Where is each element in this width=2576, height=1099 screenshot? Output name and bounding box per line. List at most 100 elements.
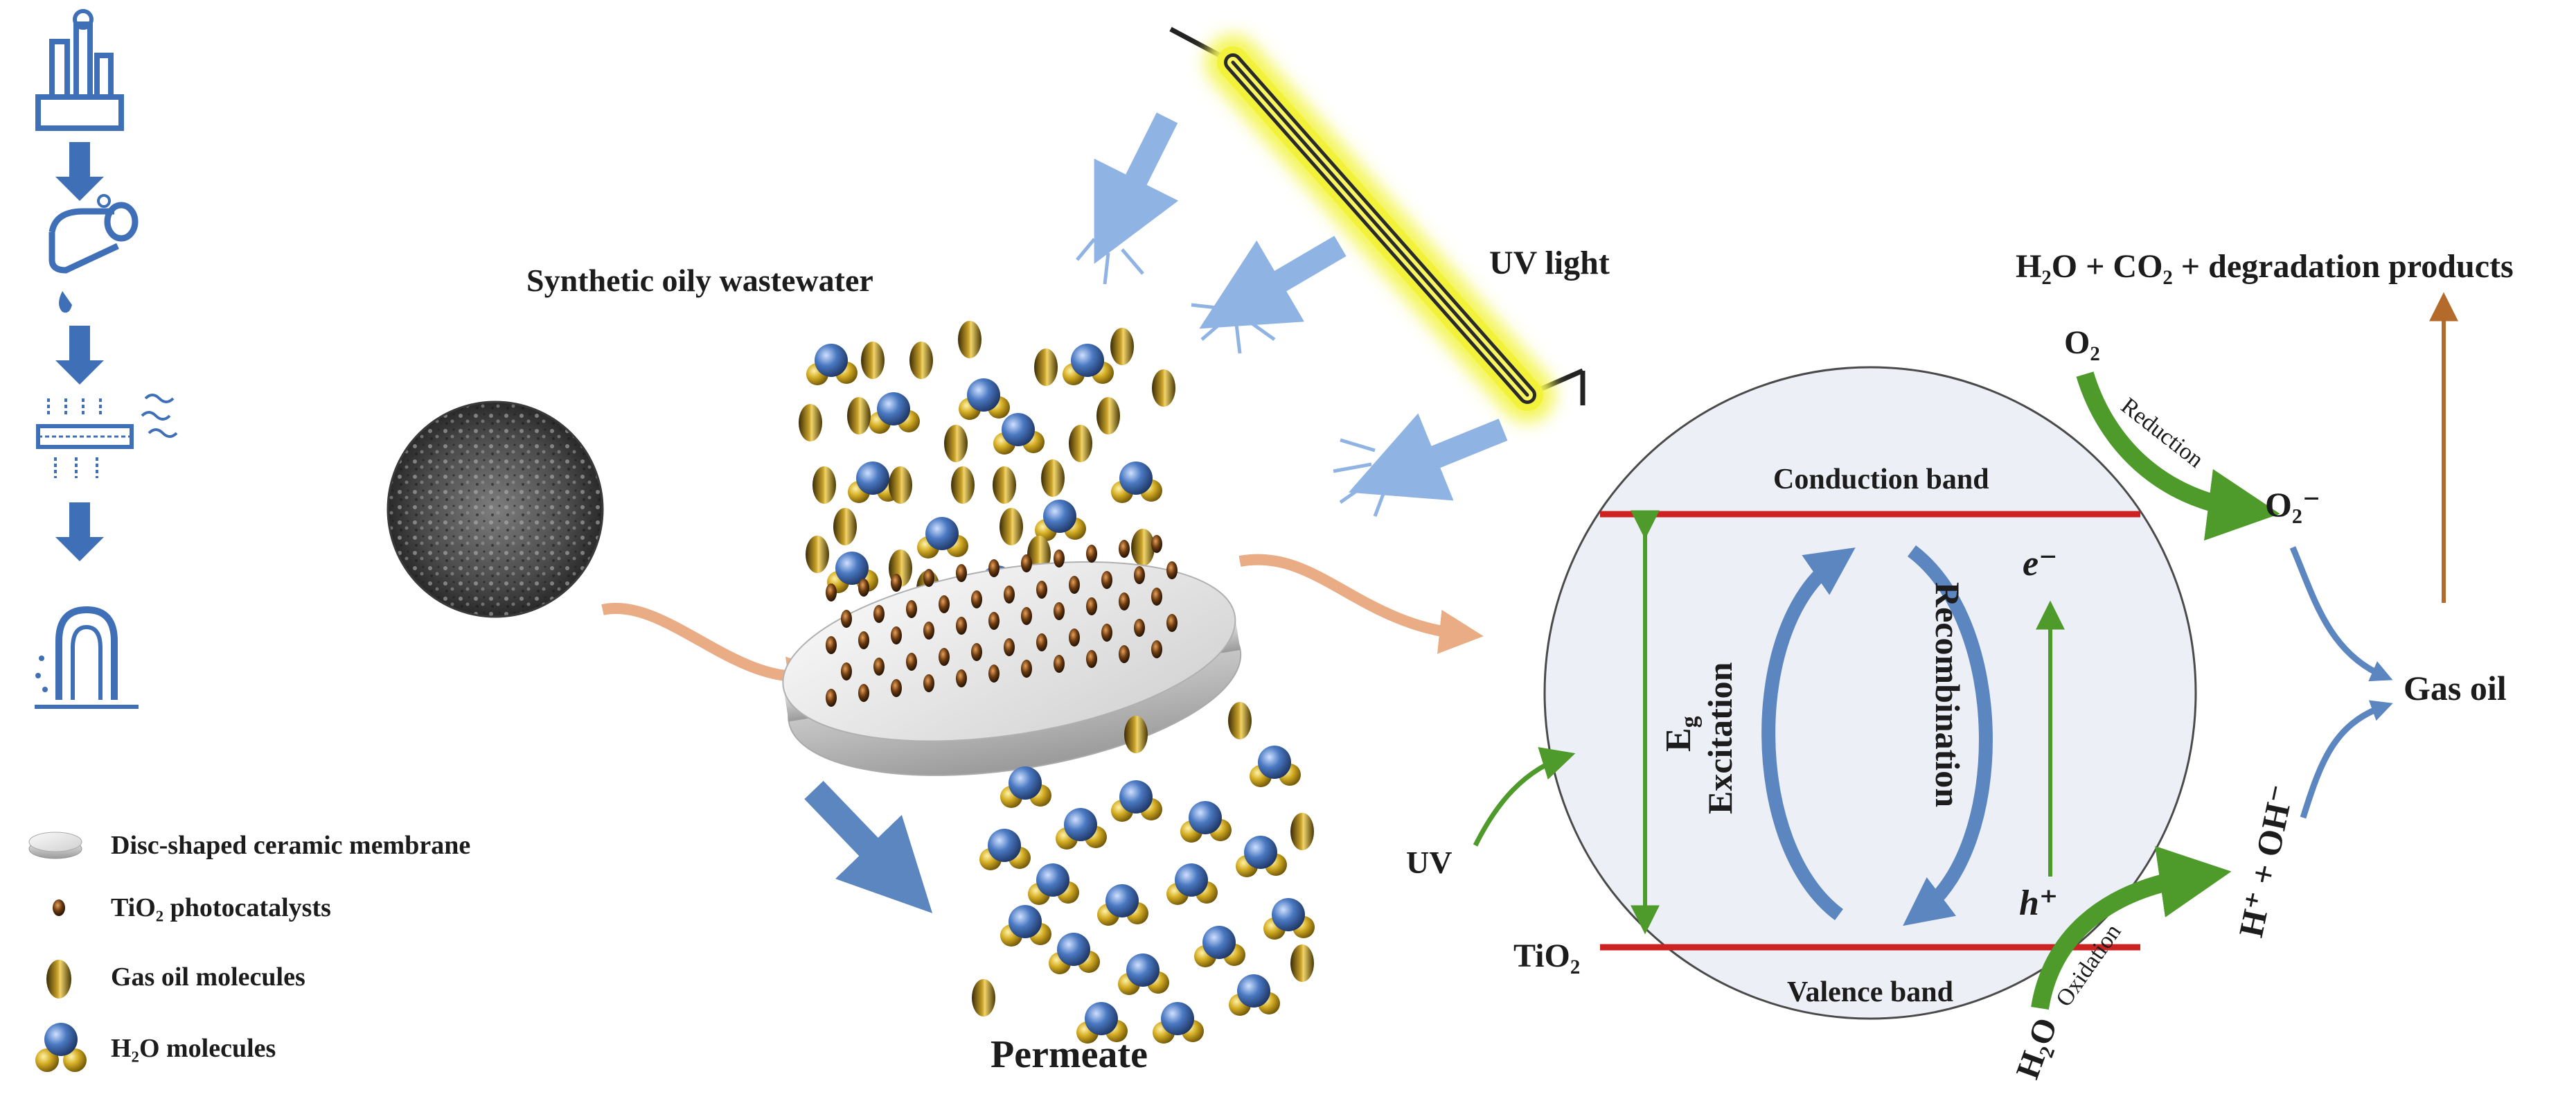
h2o-molecule (1180, 801, 1232, 843)
tio2-particle (873, 658, 885, 676)
tio2-particle (1166, 561, 1178, 579)
gas-oil-molecule (1290, 944, 1314, 982)
tio2-particle (873, 605, 885, 623)
tio2-particle (923, 569, 934, 587)
tio2-particle (1151, 535, 1162, 553)
tio2-particle (1101, 571, 1112, 589)
tio2-particle (1119, 540, 1130, 558)
legend-label-disc: Disc-shaped ceramic membrane (111, 831, 470, 860)
gas-oil-molecule (1041, 459, 1065, 497)
legend-item-oil: Gas oil molecules (46, 960, 305, 999)
tio2-particle (826, 636, 837, 654)
tio2-particle (939, 595, 950, 613)
tio2-particle (1086, 545, 1097, 563)
filter-membrane-icon (38, 395, 177, 478)
tio2-label: TiO₂ (1513, 938, 1580, 974)
h2o-molecule (1111, 780, 1162, 822)
gas-oil-molecule (833, 508, 857, 545)
superoxide-label: O₂⁻ (2265, 485, 2320, 524)
gas-oil-molecule (944, 425, 968, 462)
tio2-particle (1054, 655, 1065, 673)
excitation-label: Excitation (1700, 662, 1739, 814)
h2o-molecule (1035, 500, 1086, 541)
tio2-particle (1086, 650, 1097, 668)
tio2-particle (971, 590, 982, 608)
gas-oil-label: Gas oil (2404, 669, 2507, 707)
gas-oil-molecule (909, 342, 933, 379)
h2o-molecule (1153, 1002, 1204, 1044)
h2o-molecule (1118, 953, 1169, 995)
h2o-molecule (993, 413, 1045, 455)
flow-arrow-icon (55, 502, 104, 561)
tio2-particle (988, 665, 1000, 683)
tio2-particle (891, 574, 902, 592)
gas-oil-molecule (951, 466, 975, 504)
tio2-particle (1021, 554, 1032, 572)
tio2-particle (988, 559, 1000, 577)
tio2-particle (858, 684, 869, 702)
h2o-molecule (1194, 926, 1245, 967)
flow-arrow-icon (55, 326, 104, 385)
tio2-particle (891, 679, 902, 697)
h2o-molecule (1097, 884, 1148, 926)
products-label: H₂O + CO₂ + degradation products (2016, 248, 2514, 285)
superoxide-to-gasoil-arrow (2293, 547, 2383, 676)
factory-icon (38, 11, 121, 128)
tio2-particle (939, 648, 950, 666)
tio2-particle (841, 662, 852, 680)
h2o-molecule (917, 517, 968, 559)
tio2-particle (1054, 602, 1065, 620)
gas-oil-molecule (847, 397, 871, 434)
recombination-label: Recombination (1928, 582, 1967, 807)
tio2-particle (858, 579, 869, 597)
tio2-particle (906, 653, 917, 671)
tio2-particle (1101, 624, 1112, 642)
gas-oil-molecule (799, 404, 822, 441)
tio2-particle (956, 617, 967, 635)
electron-label: e⁻ (2023, 544, 2058, 583)
h2o-molecule (1111, 461, 1162, 503)
process-flow-icons (35, 11, 177, 707)
tio2-particle (841, 610, 852, 628)
tio2-particle (1036, 633, 1047, 651)
wastewater-label: Synthetic oily wastewater (526, 263, 873, 298)
uv-label: UV (1406, 845, 1452, 880)
valence-band-label: Valence band (1787, 976, 1953, 1008)
h2o-molecule (1236, 836, 1287, 877)
h2o-molecule (979, 829, 1031, 870)
tio2-particle (1134, 619, 1145, 637)
tio2-particle (971, 643, 982, 661)
hole-label: h⁺ (2019, 883, 2058, 923)
flow-arrow-sem-to-membrane (603, 608, 810, 676)
gas-oil-molecule (1034, 349, 1058, 386)
h2o-molecule (959, 378, 1010, 420)
tio2-particle (858, 631, 869, 649)
legend: Disc-shaped ceramic membrane TiO₂ photoc… (29, 831, 470, 1072)
tio2-particle (923, 622, 934, 640)
tio2-particle (956, 669, 967, 687)
tio2-particle (1036, 581, 1047, 599)
tio2-particle (988, 612, 1000, 630)
tio2-particle (1119, 592, 1130, 610)
legend-label-oil: Gas oil molecules (111, 962, 305, 992)
h2o-molecule (1063, 344, 1114, 385)
pipe-drop-icon (52, 195, 135, 313)
tio2-particle (1151, 640, 1162, 658)
gas-oil-molecule (958, 321, 981, 358)
o2-label: O₂ (2064, 324, 2100, 361)
tio2-particle (1004, 638, 1015, 656)
h2o-molecule (1229, 974, 1280, 1016)
gas-oil-molecule (1152, 369, 1175, 407)
conduction-band-label: Conduction band (1773, 464, 1989, 495)
permeate-flow-arrow (814, 790, 900, 880)
tio2-particle (1086, 597, 1097, 615)
gas-oil-molecule (1110, 328, 1134, 365)
h2o-molecule (1000, 905, 1051, 947)
h2o-molecule (1166, 863, 1218, 905)
tio2-particle (1004, 586, 1015, 604)
tio2-particle (906, 600, 917, 618)
gas-oil-molecule (1096, 397, 1120, 434)
tio2-particle (1166, 614, 1178, 632)
tio2-particle (1069, 576, 1080, 594)
tio2-particle (826, 583, 837, 601)
